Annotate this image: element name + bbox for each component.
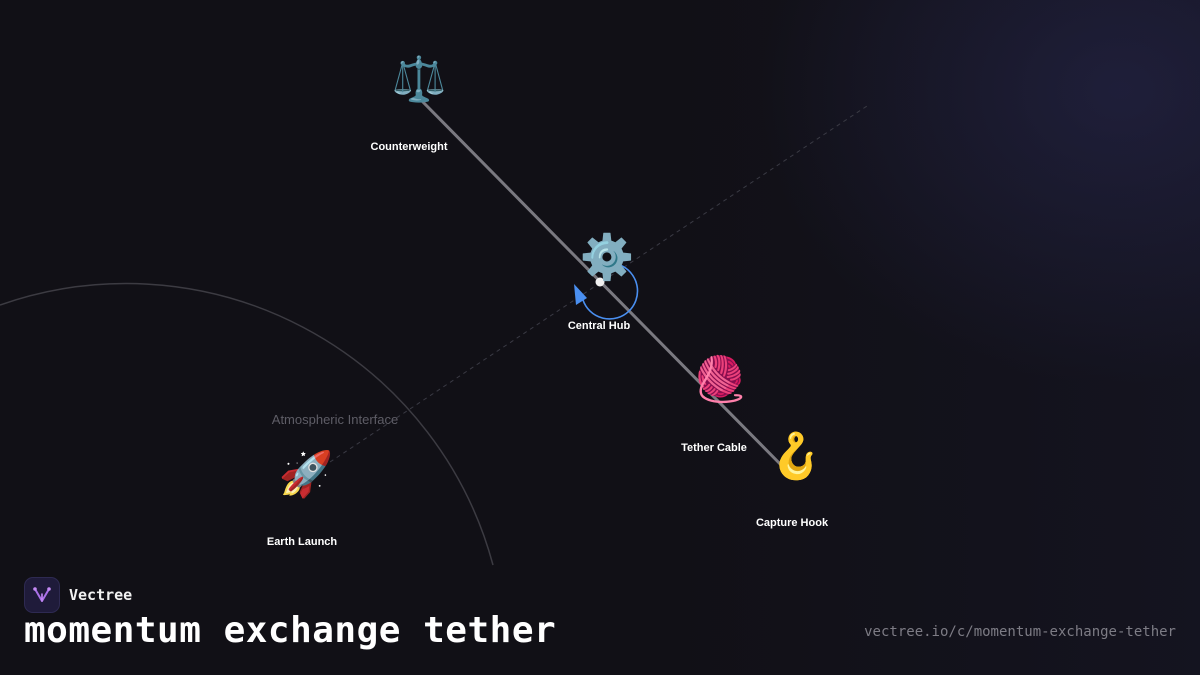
atmosphere-arc xyxy=(0,282,494,566)
page-title: momentum exchange tether xyxy=(24,610,557,651)
rocket-icon[interactable]: 🚀 xyxy=(278,449,334,500)
hook-icon[interactable]: 🪝 xyxy=(768,431,824,482)
yarn-ball-icon[interactable]: 🧶 xyxy=(692,354,748,405)
vectree-logo-icon xyxy=(24,577,60,613)
brand[interactable]: Vectree xyxy=(24,577,132,613)
brand-name: Vectree xyxy=(69,586,133,604)
rotation-arrow xyxy=(582,264,639,320)
tether-line xyxy=(417,96,792,476)
page-url[interactable]: vectree.io/c/momentum-exchange-tether xyxy=(864,624,1176,640)
hub-pivot-dot xyxy=(595,277,605,287)
balance-scale-icon[interactable]: ⚖️ xyxy=(391,54,447,105)
capture-hook-label: Capture Hook xyxy=(755,517,829,529)
atmospheric-interface-label: Atmospheric Interface xyxy=(271,412,399,427)
gear-icon[interactable]: ⚙️ xyxy=(579,232,635,283)
rotation-arrowhead xyxy=(574,284,587,305)
earth-launch-label: Earth Launch xyxy=(266,536,338,548)
counterweight-label: Counterweight xyxy=(370,141,448,153)
central-hub-label: Central Hub xyxy=(567,320,631,332)
tether-cable-label: Tether Cable xyxy=(681,442,747,454)
